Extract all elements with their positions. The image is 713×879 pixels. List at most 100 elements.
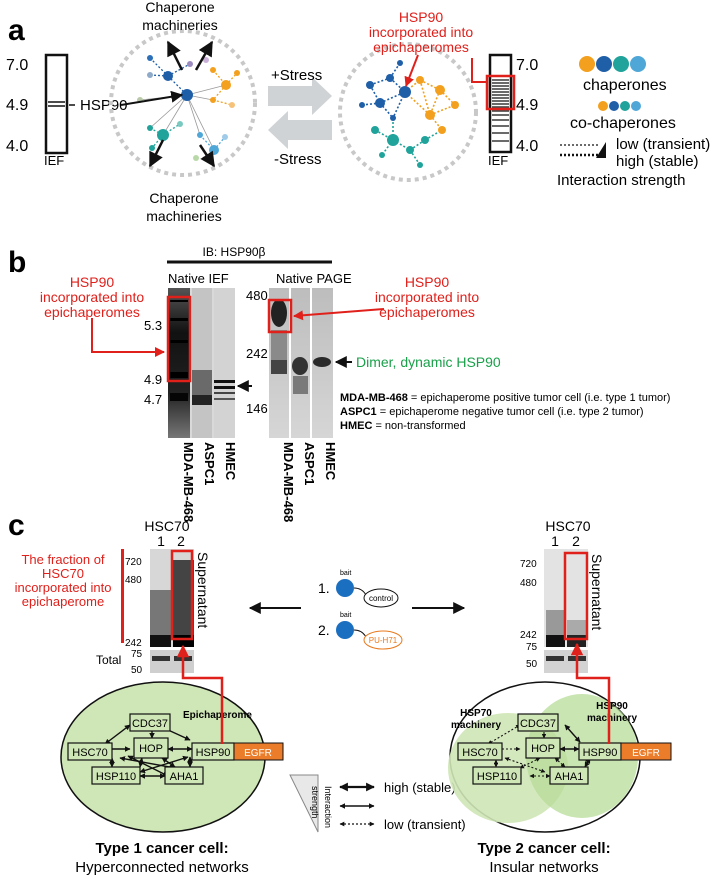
- ief-bottom-mark: 4.0: [6, 138, 28, 155]
- page-mark-1: 480: [246, 288, 268, 303]
- node-hsp90-left: HSP90: [196, 747, 231, 759]
- node-hop-right: HOP: [531, 743, 555, 755]
- ief-top-mark: 7.0: [6, 57, 28, 74]
- panel-b-letter: b: [8, 246, 26, 279]
- left-callout-2: incorporated into: [40, 289, 145, 305]
- right-callout-2: incorporated into: [375, 289, 480, 305]
- note-1-name: MDA-MB-468: [340, 392, 408, 404]
- network-right: [338, 42, 478, 182]
- legend-cochaperones: co-chaperones: [570, 115, 676, 132]
- native-ief-label: Native IEF: [168, 271, 229, 286]
- strength-label-1: Interaction: [323, 786, 333, 828]
- minus-stress-label: -Stress: [274, 151, 322, 168]
- fraction-1: The fraction of: [21, 552, 104, 567]
- type1-sub: Hyperconnected networks: [75, 859, 248, 876]
- fraction-3: incorporated into: [15, 580, 112, 595]
- ib-label: IB: HSP90β: [203, 245, 266, 259]
- legend-low: low (transient): [616, 136, 710, 153]
- egfr-left: EGFR: [244, 748, 272, 759]
- lane-page-2: ASPC1: [302, 442, 317, 485]
- left-m242: 242: [125, 638, 142, 649]
- hsc70-right: HSC70: [545, 518, 590, 534]
- right-callout-1: HSP90: [405, 274, 450, 290]
- bait-control: control: [369, 594, 393, 603]
- hsp70-machinery-1: HSP70: [460, 708, 492, 719]
- machinery-bottom-2: machineries: [146, 208, 221, 224]
- bait-diagram: 1. bait control 2. bait PU-H71: [248, 570, 466, 650]
- left-m75: 75: [131, 649, 143, 660]
- hsc70-left: HSC70: [144, 518, 189, 534]
- note-3-desc: = non-transformed: [372, 420, 465, 432]
- fraction-2: HSC70: [42, 566, 84, 581]
- blot-right: HSC70 1 2 720 480 242 75 50 Supernatant: [520, 518, 605, 673]
- total-label: Total: [96, 653, 121, 667]
- node-cdc37-left: CDC37: [132, 718, 168, 730]
- type2-sub: Insular networks: [489, 859, 598, 876]
- lane-2-right: 2: [572, 533, 580, 549]
- hsp90-label: HSP90: [80, 97, 128, 114]
- bait-1-label: bait: [340, 570, 351, 577]
- strength-legend: Interaction strength high (stable) low (…: [289, 774, 466, 833]
- strength-high: high (stable): [384, 780, 456, 795]
- node-hsp110-right: HSP110: [477, 771, 517, 783]
- node-hsc70-right: HSC70: [462, 747, 497, 759]
- right-m720: 720: [520, 559, 537, 570]
- page-mark-3: 146: [246, 401, 268, 416]
- machinery-top-2: machineries: [142, 17, 217, 33]
- left-m720: 720: [125, 557, 142, 568]
- page-mark-2: 242: [246, 346, 268, 361]
- machinery-top-1: Chaperone: [145, 0, 214, 15]
- lane-1-left: 1: [157, 533, 165, 549]
- dimer-label: Dimer, dynamic HSP90: [356, 354, 501, 370]
- svg-text:MDA-MB-468 = epichaperome posi: MDA-MB-468 = epichaperome positive tumor…: [340, 392, 670, 404]
- ief-mark-3: 4.7: [144, 392, 162, 407]
- incorporated-1: HSP90: [399, 9, 444, 25]
- fraction-4: epichaperome: [22, 594, 104, 609]
- node-hop-left: HOP: [139, 743, 163, 755]
- epichaperome-label: Epichaperome: [183, 710, 252, 721]
- legend-high: high (stable): [616, 153, 699, 170]
- lane-ief-1: MDA-MB-468: [181, 442, 196, 522]
- native-page-label: Native PAGE: [276, 271, 352, 286]
- ief-mark-2: 4.9: [144, 372, 162, 387]
- bait-2-num: 2.: [318, 622, 330, 638]
- left-m480: 480: [125, 575, 142, 586]
- right-m50: 50: [526, 659, 538, 670]
- cell-right: CDC37 HOP HSC70 HSP90 HSP110 AHA1 EGFR H…: [448, 681, 672, 833]
- bait-puh71: PU-H71: [369, 636, 398, 645]
- legend-a: chaperones co-chaperones low (transient)…: [557, 56, 710, 189]
- note-1-desc: = epichaperome positive tumor cell (i.e.…: [408, 392, 671, 404]
- ief-column-left: 7.0 4.9 4.0 IEF HSP90: [6, 53, 128, 168]
- ief-column-right: 7.0 4.9 4.0 IEF: [471, 53, 538, 168]
- cell-left: CDC37 HOP HSC70 HSP90 HSP110 AHA1 EGFR E…: [60, 681, 284, 833]
- node-cdc37-right: CDC37: [520, 718, 556, 730]
- note-2-name: ASPC1: [340, 406, 377, 418]
- lane-page-3: HMEC: [323, 442, 338, 481]
- right-callout-3: epichaperomes: [379, 304, 475, 320]
- ief-right-top: 7.0: [516, 57, 538, 74]
- lane-ief-2: ASPC1: [202, 442, 217, 485]
- lane-2-left: 2: [177, 533, 185, 549]
- ief-gel: [168, 288, 252, 438]
- lane-page-1: MDA-MB-468: [281, 442, 296, 522]
- svg-text:ASPC1 = epichaperome negative: ASPC1 = epichaperome negative tumor cell…: [340, 406, 644, 418]
- hsp90-machinery-2: machinery: [587, 713, 637, 724]
- bait-2-label: bait: [340, 612, 351, 619]
- left-callout-1: HSP90: [70, 274, 115, 290]
- ief-mark-1: 5.3: [144, 318, 162, 333]
- ief-right-mid: 4.9: [516, 97, 538, 114]
- node-aha1-left: AHA1: [170, 771, 199, 783]
- lane-ief-3: HMEC: [223, 442, 238, 481]
- svg-text:HMEC = non-transformed: HMEC = non-transformed: [340, 420, 466, 432]
- lane-labels: MDA-MB-468 ASPC1 HMEC MDA-MB-468 ASPC1 H…: [181, 442, 338, 522]
- type1-title: Type 1 cancer cell:: [95, 840, 228, 857]
- node-aha1-right: AHA1: [555, 771, 584, 783]
- legend-title: Interaction strength: [557, 172, 685, 189]
- supernatant-right: Supernatant: [589, 554, 605, 630]
- note-3-name: HMEC: [340, 420, 372, 432]
- right-m242: 242: [520, 630, 537, 641]
- network-left: [109, 29, 257, 177]
- supernatant-left: Supernatant: [195, 552, 211, 628]
- hsp90-machinery-1: HSP90: [596, 701, 628, 712]
- right-m480: 480: [520, 578, 537, 589]
